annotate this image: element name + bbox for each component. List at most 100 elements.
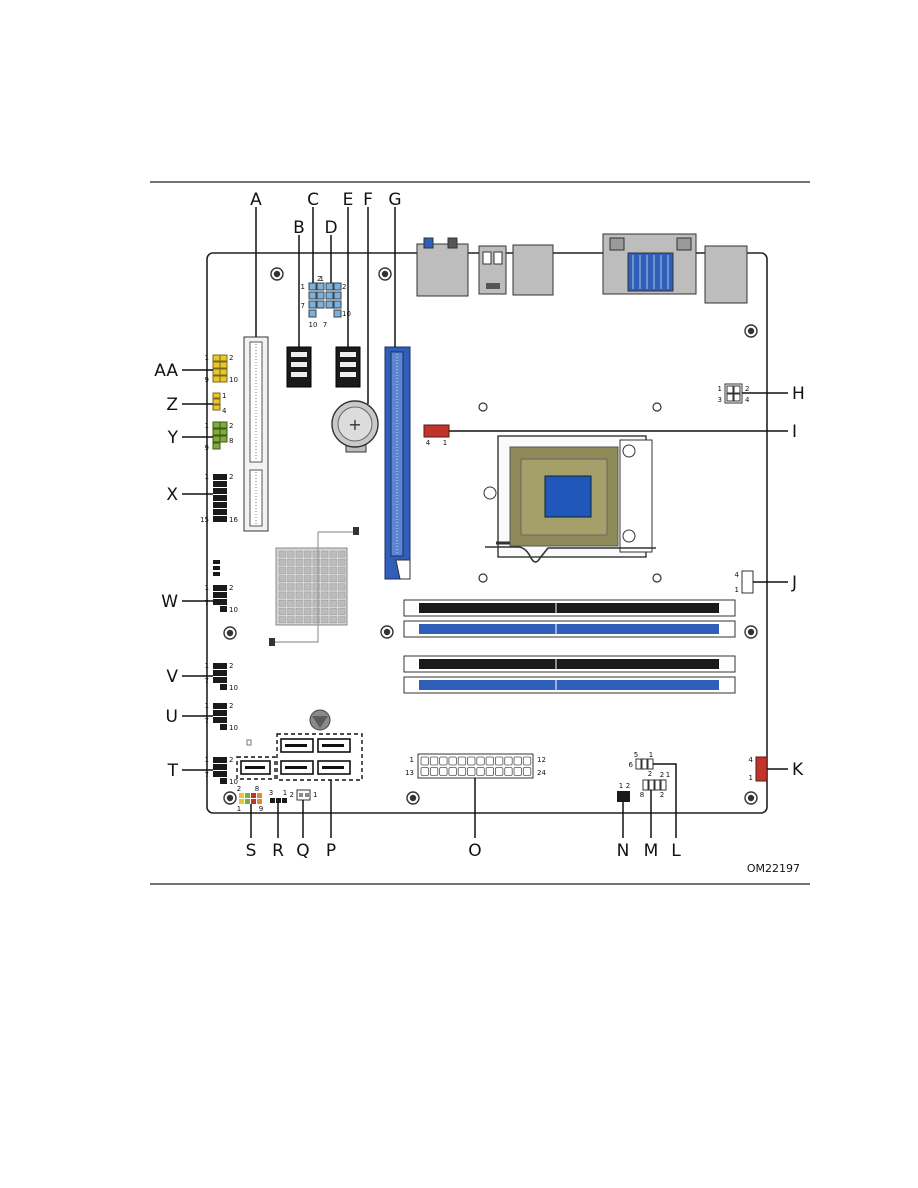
atx12v-connector bbox=[724, 383, 743, 404]
svg-text:8: 8 bbox=[255, 785, 259, 793]
svg-text:1: 1 bbox=[301, 283, 305, 291]
header-v bbox=[213, 663, 227, 690]
svg-text:7: 7 bbox=[323, 321, 327, 329]
header-y bbox=[212, 421, 228, 450]
svg-text:4: 4 bbox=[426, 439, 431, 447]
svg-text:10: 10 bbox=[229, 778, 238, 786]
svg-text:3: 3 bbox=[718, 396, 722, 404]
callout-s: S bbox=[246, 841, 257, 861]
svg-text:2: 2 bbox=[229, 756, 233, 764]
svg-text:1: 1 bbox=[205, 422, 209, 430]
svg-text:1: 1 bbox=[443, 439, 447, 447]
svg-text:10: 10 bbox=[229, 684, 238, 692]
header-t bbox=[213, 757, 227, 784]
header-m bbox=[642, 779, 667, 791]
callout-r: R bbox=[272, 841, 284, 861]
callout-y: Y bbox=[167, 428, 179, 448]
svg-text:2: 2 bbox=[648, 770, 652, 778]
pci-slot bbox=[243, 336, 269, 532]
header-u bbox=[213, 703, 227, 730]
svg-text:15: 15 bbox=[200, 516, 209, 524]
svg-text:2: 2 bbox=[660, 791, 664, 799]
svg-text:2: 2 bbox=[229, 473, 233, 481]
svg-text:1: 1 bbox=[205, 473, 209, 481]
svg-text:10: 10 bbox=[342, 310, 351, 318]
cmos-battery: + bbox=[331, 400, 379, 453]
callout-j: J bbox=[791, 573, 797, 593]
fan-header-j bbox=[741, 570, 754, 594]
header-q bbox=[296, 789, 311, 801]
svg-text:2: 2 bbox=[317, 275, 321, 283]
header-x bbox=[213, 474, 227, 522]
svg-text:8: 8 bbox=[229, 437, 233, 445]
callout-aa: AA bbox=[154, 361, 178, 381]
red-fan-header-i bbox=[423, 424, 450, 438]
svg-text:3: 3 bbox=[269, 789, 273, 797]
callout-t: T bbox=[167, 761, 179, 781]
svg-text:2: 2 bbox=[229, 354, 233, 362]
svg-text:7: 7 bbox=[205, 599, 209, 607]
callout-k: K bbox=[792, 760, 804, 780]
callout-m: M bbox=[644, 841, 659, 861]
svg-text:7: 7 bbox=[205, 717, 209, 725]
svg-text:2: 2 bbox=[290, 791, 294, 799]
callout-a: A bbox=[250, 190, 262, 210]
svg-text:4: 4 bbox=[745, 396, 750, 404]
cpu-socket bbox=[483, 435, 656, 563]
leader-lines bbox=[182, 207, 788, 838]
svg-text:1: 1 bbox=[205, 584, 209, 592]
svg-text:10: 10 bbox=[229, 606, 238, 614]
svg-text:2: 2 bbox=[745, 385, 749, 393]
svg-text:1: 1 bbox=[222, 392, 226, 400]
svg-text:1: 1 bbox=[749, 774, 753, 782]
svg-text:13: 13 bbox=[405, 769, 414, 777]
header-z bbox=[212, 392, 221, 411]
svg-text:2: 2 bbox=[660, 771, 664, 779]
pin-numbers: 1 2 1 2 7 10 7 10 1 2 9 10 1 4 1 2 9 8 1… bbox=[200, 275, 753, 813]
svg-text:1: 1 bbox=[619, 782, 623, 790]
callout-u: U bbox=[166, 707, 178, 727]
callout-c: C bbox=[307, 190, 319, 210]
red-header-k bbox=[755, 756, 768, 782]
mounting-holes bbox=[223, 267, 758, 805]
svg-text:1: 1 bbox=[320, 275, 324, 283]
header-w bbox=[213, 585, 227, 612]
svg-text:4: 4 bbox=[749, 756, 754, 764]
callout-z: Z bbox=[166, 395, 178, 415]
svg-text:1: 1 bbox=[237, 805, 241, 813]
svg-text:1: 1 bbox=[718, 385, 722, 393]
audio-jack-stack bbox=[416, 243, 469, 297]
svg-text:9: 9 bbox=[205, 376, 209, 384]
lan-usb-stack bbox=[512, 244, 554, 296]
figure-id: OM22197 bbox=[747, 862, 800, 875]
svg-text:2: 2 bbox=[229, 702, 233, 710]
callout-p: P bbox=[326, 841, 336, 861]
svg-text:1: 1 bbox=[410, 756, 414, 764]
callout-l: L bbox=[671, 841, 681, 861]
callout-d: D bbox=[324, 218, 337, 238]
svg-text:7: 7 bbox=[205, 677, 209, 685]
main-power-connector bbox=[417, 753, 534, 779]
callout-b: B bbox=[293, 218, 305, 238]
svg-text:2: 2 bbox=[342, 283, 346, 291]
svg-text:1: 1 bbox=[205, 756, 209, 764]
callout-f: F bbox=[363, 190, 373, 210]
header-s bbox=[239, 793, 262, 804]
svg-text:4: 4 bbox=[735, 571, 740, 579]
svg-text:1: 1 bbox=[205, 354, 209, 362]
callout-e: E bbox=[343, 190, 354, 210]
svg-text:1: 1 bbox=[666, 771, 670, 779]
sata-connectors bbox=[236, 709, 363, 781]
svg-text:2: 2 bbox=[229, 422, 233, 430]
svg-text:1: 1 bbox=[205, 702, 209, 710]
svg-text:12: 12 bbox=[537, 756, 546, 764]
header-r bbox=[270, 798, 287, 803]
svg-text:1: 1 bbox=[649, 751, 653, 759]
svg-text:7: 7 bbox=[301, 302, 305, 310]
svg-text:1: 1 bbox=[313, 791, 317, 799]
callout-v: V bbox=[166, 667, 178, 687]
svg-text:5: 5 bbox=[634, 751, 638, 759]
callout-n: N bbox=[617, 841, 630, 861]
svg-text:1: 1 bbox=[735, 586, 739, 594]
